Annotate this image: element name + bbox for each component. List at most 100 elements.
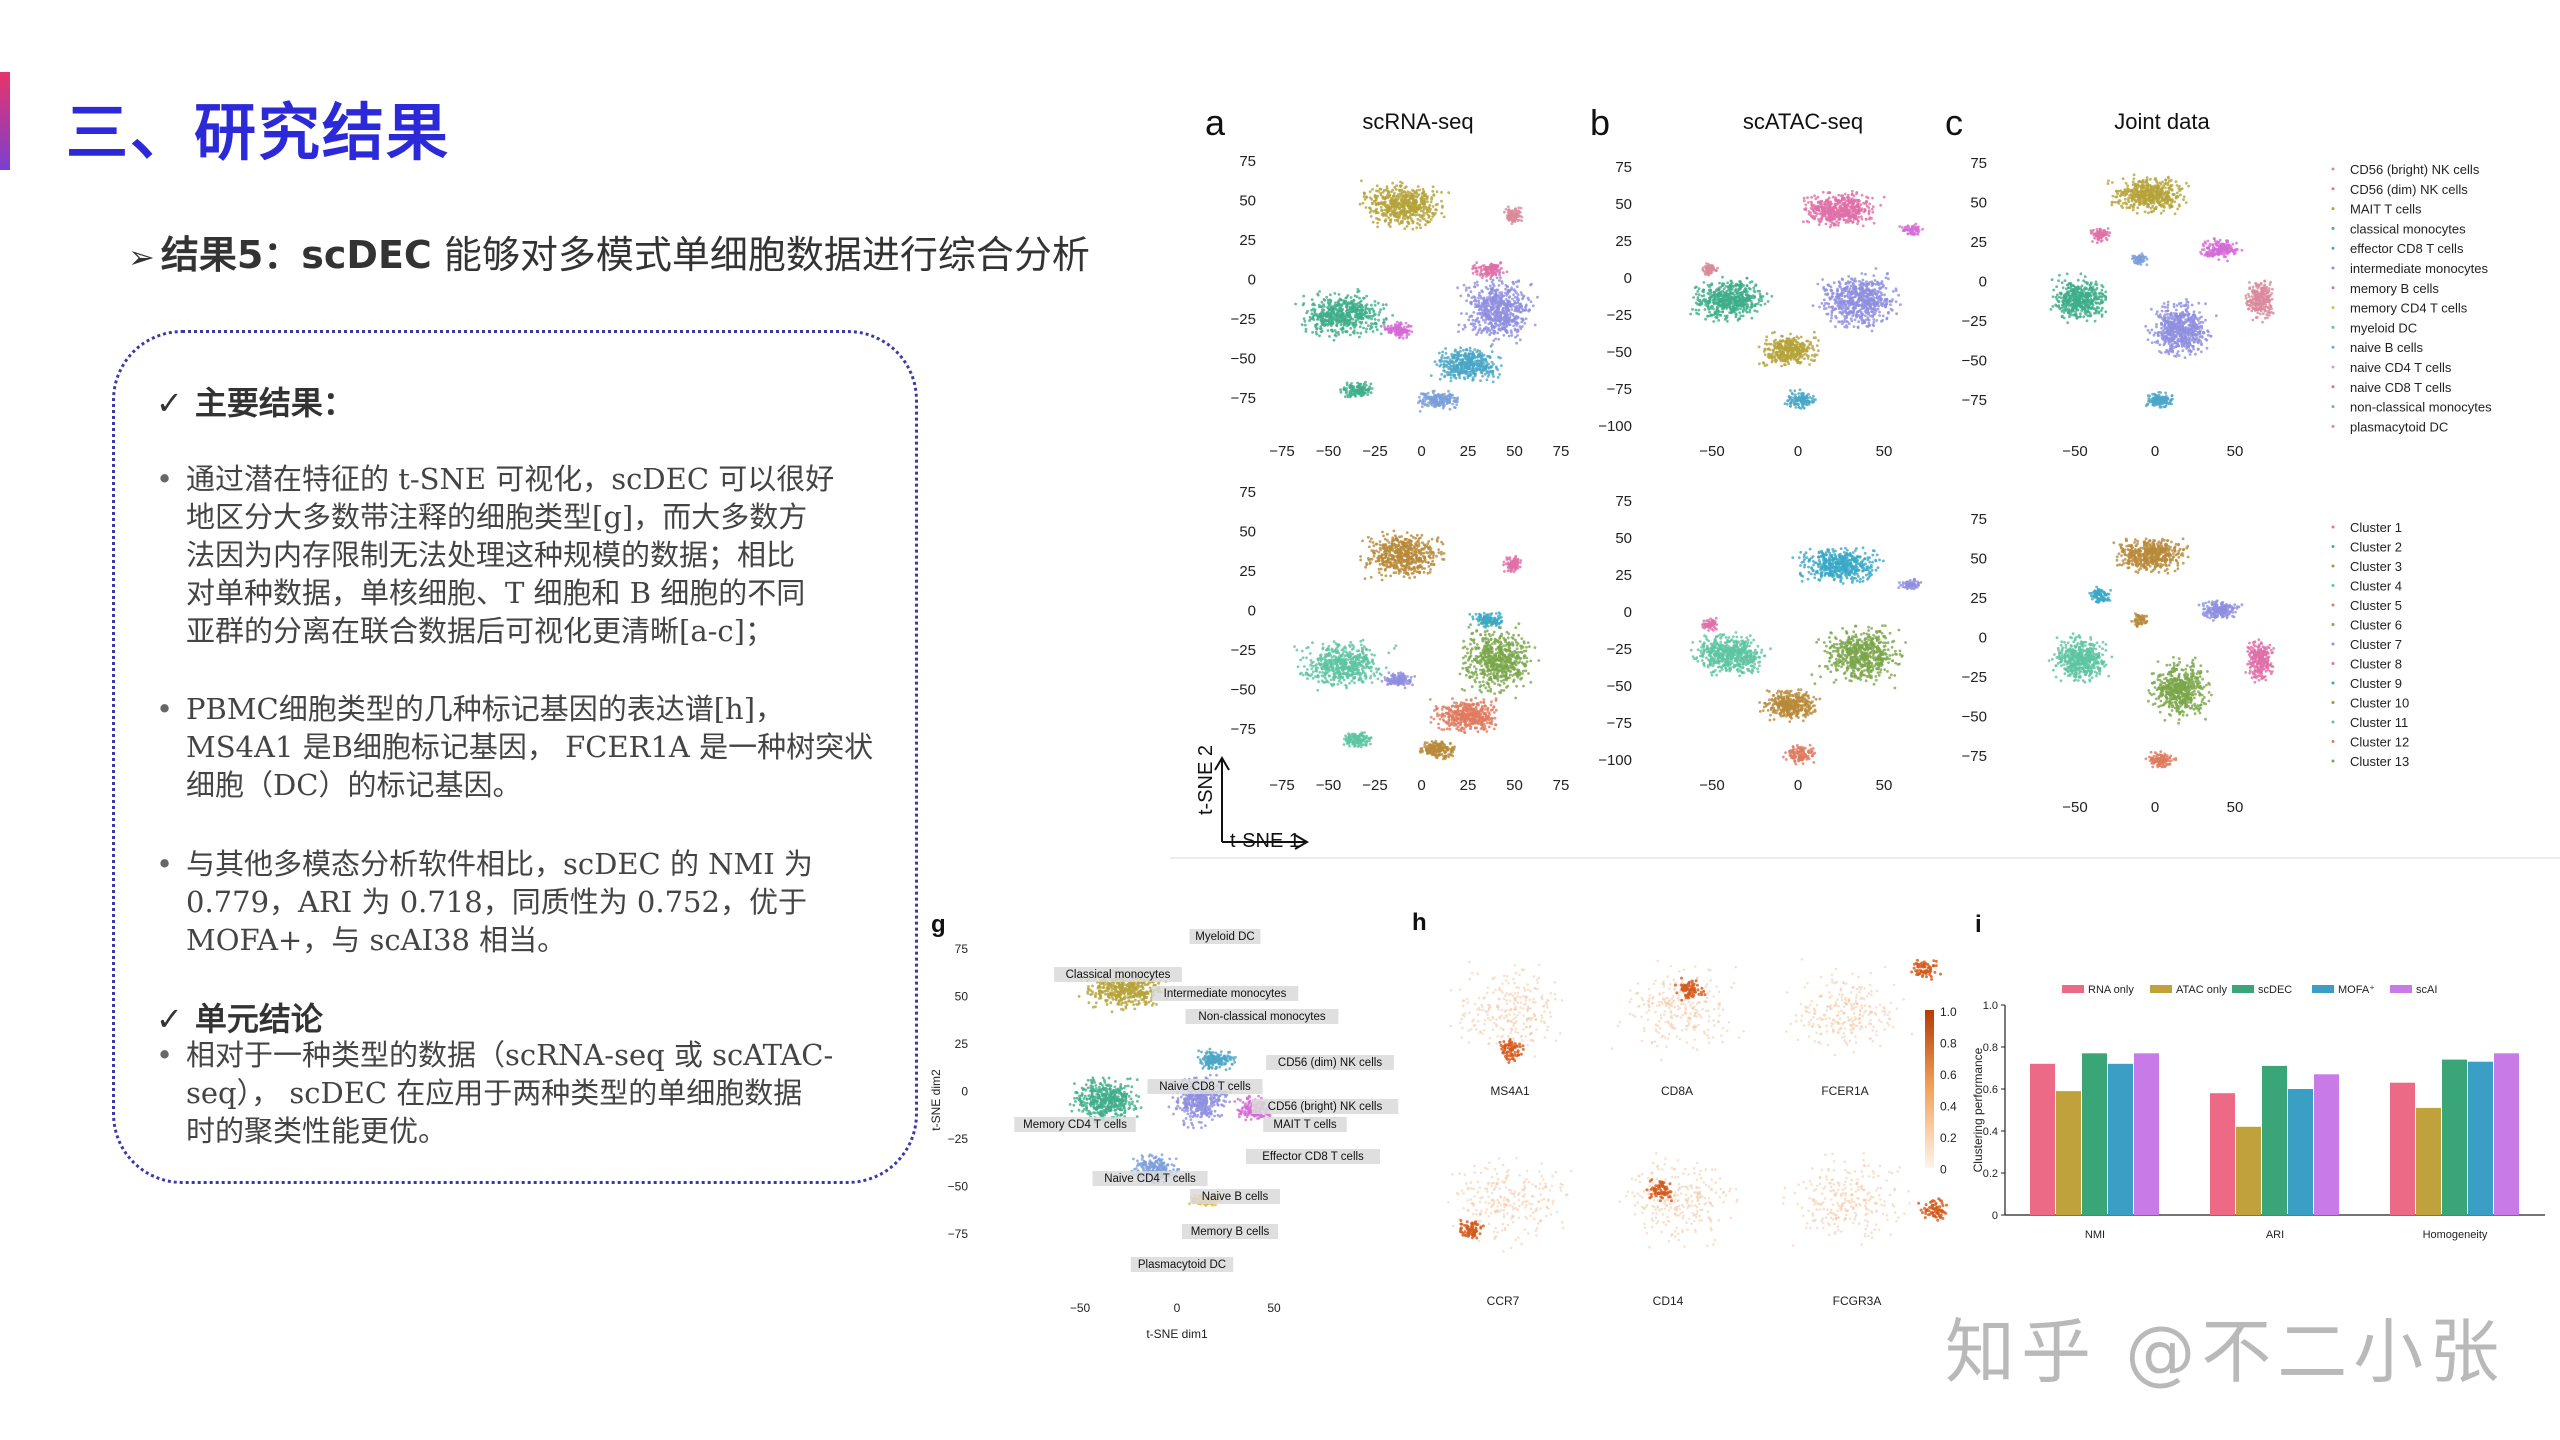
tsne-point [1460,312,1463,315]
tsne-point [1815,212,1819,216]
tsne-point [1830,305,1833,309]
tsne-point [1320,311,1323,315]
tsne-point [1876,291,1879,295]
tsne-point [1460,366,1464,370]
tsne-point [1822,212,1826,216]
tsne-point [1894,300,1898,303]
tsne-point [1846,320,1849,324]
tsne-point [1745,284,1749,288]
tsne-point [1735,305,1739,309]
tsne-point [1879,203,1883,207]
tsne-point [1864,272,1867,276]
tsne-point [1834,202,1837,206]
tsne-point [1522,294,1526,298]
tsne-point [1485,371,1489,375]
tsne-point [1474,266,1478,270]
tsne-point [1870,297,1874,301]
tsne-point [1831,209,1835,213]
tsne-point [1484,265,1488,269]
tsne-point [1813,194,1816,198]
tsne-point [1868,288,1872,292]
tsne-point [1486,375,1490,378]
tsne-point [1488,317,1491,321]
tsne-point [1401,216,1405,220]
tsne-point [1809,207,1813,210]
tsne-point [1819,200,1823,203]
tsne-point [1805,346,1809,350]
tsne-point [1717,294,1721,298]
tsne-point [1327,322,1331,325]
tsne-point [1842,287,1846,291]
tsne-point [1505,322,1509,326]
tsne-point [1387,330,1391,334]
tsne-point [1470,359,1473,363]
tsne-point [1509,311,1512,315]
tsne-point [1463,361,1467,364]
tsne-point [1844,286,1848,290]
tsne-point [1319,330,1323,334]
tsne-point [1361,316,1365,320]
tsne-point [1492,330,1496,334]
tsne-point [1408,196,1412,200]
tsne-point [1405,209,1409,213]
tsne-point [1455,363,1459,367]
tsne-point [1717,297,1720,301]
tsne-point [1783,359,1787,363]
tsne-point [1495,314,1498,318]
tsne-point [1831,305,1835,309]
tsne-point [1496,315,1500,319]
tsne-point [1354,388,1358,392]
tsne-point [1337,312,1341,316]
tsne-point [1319,327,1323,330]
tsne-point [1860,193,1864,197]
tsne-point [1797,348,1801,351]
tsne-point [1477,304,1481,308]
tsne-point [1794,396,1798,400]
tsne-point [1850,189,1854,193]
tsne-point [1480,354,1484,357]
tsne-point [1734,284,1738,288]
tsne-point [1389,329,1392,333]
tsne-point [1476,349,1480,352]
tsne-point [1756,289,1760,293]
tsne-point [1470,357,1474,361]
tsne-point [1472,370,1476,373]
tsne-point [1796,397,1800,401]
tsne-point [1744,293,1748,297]
tsne-point [1355,309,1359,313]
tsne-point [1894,289,1898,292]
tsne-point [1722,287,1726,290]
tsne-point [1847,214,1851,218]
tsne-point [1844,219,1848,223]
tsne-point [1509,319,1512,322]
tsne-point [1495,312,1499,316]
tsne-point [1402,209,1405,213]
tsne-point [1388,193,1391,197]
tsne-point [1835,292,1839,296]
tsne-point [1822,307,1826,310]
tsne-point [1330,308,1334,312]
tsne-point [1448,397,1452,401]
tsne-point [1712,301,1716,305]
tsne-point [1412,205,1416,209]
tsne-point [1406,190,1410,194]
tsne-point [1364,384,1368,387]
tsne-point [1511,213,1514,217]
tsne-point [1799,344,1803,348]
tsne-point [1870,280,1874,284]
tsne-point [1730,291,1733,295]
tsne-point [1335,318,1339,322]
tsne-point [1783,348,1787,351]
tsne-point [1793,357,1796,361]
tsne-point [1790,354,1794,357]
tsne-point [1494,263,1498,267]
tsne-point [1353,329,1356,332]
tsne-point [1382,321,1385,325]
tsne-point [1850,206,1853,210]
tsne-point [1518,338,1522,342]
tsne-point [1846,299,1849,303]
tsne-point [1413,198,1417,202]
tsne-point [1398,331,1402,335]
tsne-point [1838,293,1842,297]
tsne-point [1322,308,1326,312]
